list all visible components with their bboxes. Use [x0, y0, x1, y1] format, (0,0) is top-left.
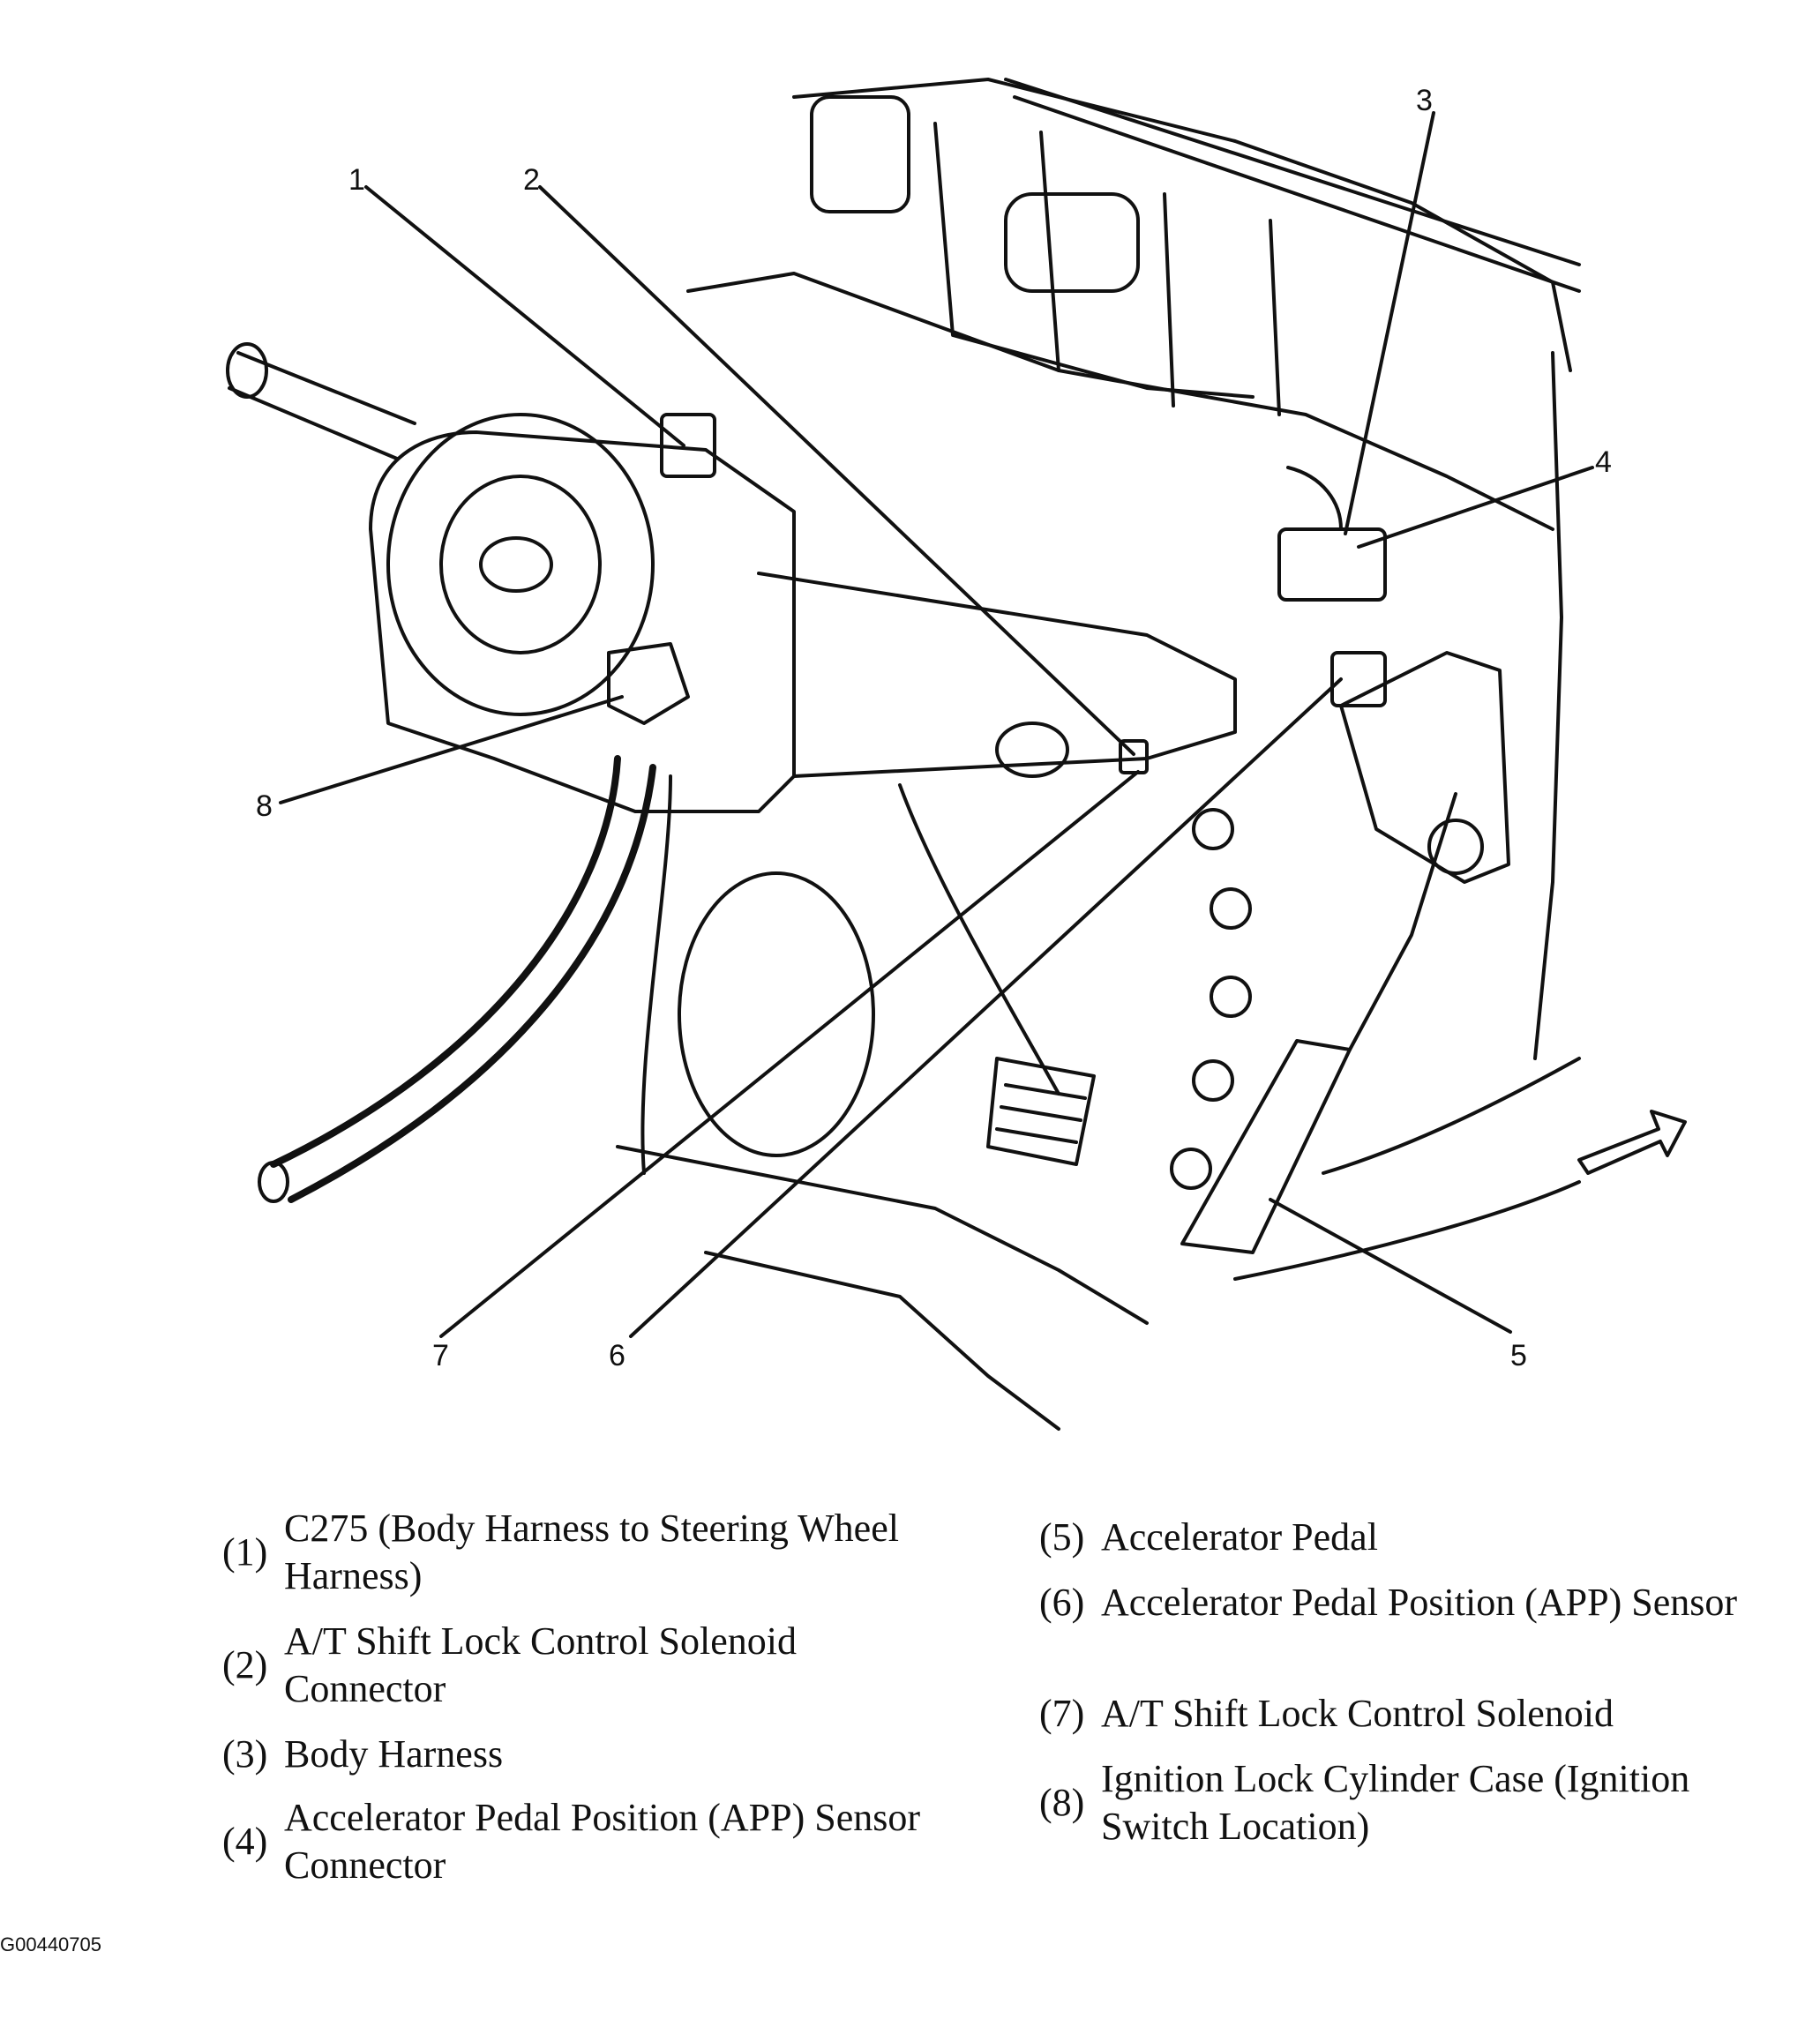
- steering-hub: [386, 413, 655, 716]
- legend-num: (8): [1039, 1781, 1085, 1824]
- legend-item-5: (5) Accelerator Pedal: [1039, 1514, 1798, 1561]
- dash-vent: [1004, 192, 1140, 293]
- brake-pedal: [986, 1057, 1096, 1166]
- firewall-edge: [1533, 351, 1563, 1060]
- footwell-recess: [678, 871, 875, 1157]
- callout-2: 2: [523, 163, 540, 197]
- app-sensor: [1330, 651, 1387, 707]
- legend-item-2: (2) A/T Shift Lock Control Solenoid Conn…: [222, 1618, 963, 1713]
- dash-top-line-2: [1013, 95, 1581, 293]
- turn-signal-stalk: [228, 351, 416, 460]
- accelerator-arm: [1348, 792, 1457, 1051]
- leader-line-2: [538, 185, 1135, 756]
- front-direction-arrow: [1577, 1110, 1687, 1175]
- stalk-end: [226, 342, 268, 399]
- dash-hole: [1192, 1059, 1234, 1102]
- dash-hole: [1170, 1148, 1212, 1190]
- dash-bracket: [810, 95, 910, 213]
- dash-hole: [1192, 808, 1234, 850]
- column-harness: [270, 755, 621, 1168]
- leader-line-6: [629, 677, 1343, 1338]
- legend-item-7: (7) A/T Shift Lock Control Solenoid: [1039, 1690, 1798, 1738]
- brake-pedal-grip: [995, 1083, 1087, 1144]
- harness-end: [258, 1161, 289, 1203]
- legend-text: Accelerator Pedal Position (APP) Sensor …: [284, 1796, 920, 1887]
- legend-text: Accelerator Pedal: [1101, 1515, 1378, 1559]
- leader-line-1: [364, 185, 685, 447]
- steering-hub-inner: [439, 475, 602, 654]
- shift-lock-connector: [1119, 739, 1149, 774]
- callout-4: 4: [1595, 445, 1612, 479]
- legend-item-6: (6) Accelerator Pedal Position (APP) Sen…: [1039, 1579, 1798, 1626]
- callout-7: 7: [432, 1339, 449, 1372]
- footwell-panel-2: [898, 783, 1060, 1095]
- callout-3: 3: [1416, 84, 1433, 117]
- legend-text: Ignition Lock Cylinder Case (Ignition Sw…: [1101, 1757, 1690, 1848]
- legend-item-3: (3) Body Harness: [222, 1731, 963, 1778]
- legend-num: (4): [222, 1820, 268, 1863]
- callout-6: 6: [609, 1339, 625, 1372]
- legend-item-4: (4) Accelerator Pedal Position (APP) Sen…: [222, 1794, 963, 1889]
- legend-num: (2): [222, 1643, 268, 1686]
- pedal-pivot: [1427, 819, 1484, 875]
- legend-text: Accelerator Pedal Position (APP) Sensor: [1101, 1581, 1737, 1624]
- floor-curve-2: [1233, 1180, 1581, 1281]
- floor-curve: [1322, 1057, 1581, 1175]
- legend-text: C275 (Body Harness to Steering Wheel Har…: [284, 1507, 899, 1597]
- c275-connector: [660, 413, 716, 478]
- column-harness-2: [288, 764, 656, 1203]
- app-sensor-connector: [1277, 527, 1387, 602]
- legend-num: (6): [1039, 1581, 1085, 1624]
- dash-upper-panel: [792, 78, 1572, 372]
- legend-text: A/T Shift Lock Control Solenoid Connecto…: [284, 1619, 797, 1710]
- dash-channel-2: [1039, 131, 1281, 416]
- dash-hole: [1210, 976, 1252, 1018]
- leader-line-5: [1269, 1198, 1512, 1334]
- callout-5: 5: [1510, 1339, 1527, 1372]
- leader-line-8: [279, 695, 624, 804]
- legend-num: (5): [1039, 1515, 1085, 1559]
- lower-column: [757, 572, 1237, 778]
- leader-line-3: [1344, 111, 1435, 535]
- figure-id: G00440705: [0, 1933, 101, 1955]
- floor-line-2: [704, 1251, 1060, 1431]
- legend-text: Body Harness: [284, 1732, 504, 1776]
- dash-panel-lower: [686, 272, 1554, 531]
- body-harness-wire: [1286, 466, 1343, 531]
- legend-num: (3): [222, 1732, 268, 1776]
- ignition-lock-cylinder: [607, 642, 690, 725]
- dash-channel: [933, 122, 1255, 399]
- footwell-panel: [640, 774, 672, 1175]
- legend-num: (7): [1039, 1692, 1085, 1735]
- legend-num: (1): [222, 1530, 268, 1574]
- accelerator-pedal: [1180, 1039, 1352, 1254]
- floor-line: [616, 1145, 1149, 1325]
- dash-hole: [1210, 887, 1252, 930]
- legend-text: A/T Shift Lock Control Solenoid: [1101, 1692, 1614, 1735]
- legend-item-1: (1) C275 (Body Harness to Steering Wheel…: [222, 1505, 1016, 1600]
- callout-1: 1: [348, 163, 365, 197]
- legend-item-8: (8) Ignition Lock Cylinder Case (Ignitio…: [1039, 1755, 1798, 1851]
- pedal-bracket: [1339, 651, 1510, 884]
- steering-shaft: [479, 536, 553, 593]
- component-location-illustration: 1 2 3 4 5 6 7 8: [226, 78, 1687, 1431]
- column-shroud: [369, 430, 796, 813]
- leader-line-4: [1357, 466, 1594, 549]
- callout-8: 8: [256, 789, 273, 823]
- dash-top-line: [1004, 78, 1581, 266]
- leader-line-7: [439, 770, 1140, 1338]
- shift-lock-solenoid-body: [995, 722, 1069, 778]
